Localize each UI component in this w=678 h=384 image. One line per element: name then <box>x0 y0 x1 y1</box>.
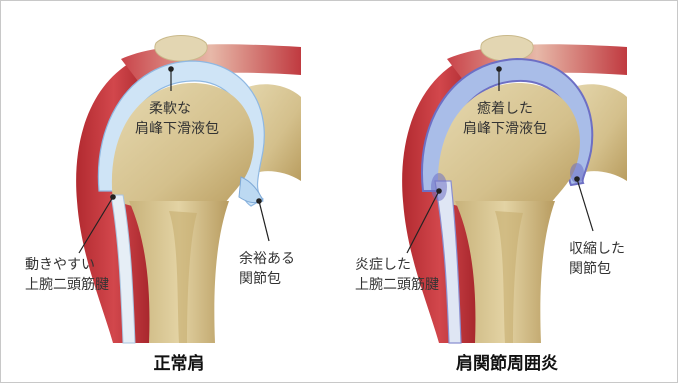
bursa-label-line1: 癒着した <box>477 101 533 117</box>
capsule-label-line2: 関節包 <box>569 260 611 277</box>
panel-title-normal: 正常肩 <box>154 353 205 374</box>
tendon-leader-dot <box>436 188 442 194</box>
tendon-label-line1: 動きやすい <box>25 257 95 273</box>
capsule-leader-dot <box>574 176 580 182</box>
tendon-label-line1: 炎症した <box>355 257 411 273</box>
tendon-leader-dot <box>110 194 116 200</box>
capsule-leader-dot <box>256 198 262 204</box>
capsule-label-line1: 収縮した <box>569 241 625 257</box>
acromion-bone <box>481 36 533 62</box>
tendon-label-line2: 上腕二頭筋腱 <box>25 276 109 293</box>
tendon-label-line2: 上腕二頭筋腱 <box>355 276 439 293</box>
inflammation-spot <box>431 173 447 201</box>
bursa-leader-dot <box>168 66 174 72</box>
bursa-leader-dot <box>496 66 502 72</box>
bursa-label-line2: 肩峰下滑液包 <box>135 120 219 137</box>
bursa-label-line2: 肩峰下滑液包 <box>463 120 547 137</box>
bursa-label-line1: 柔軟な <box>149 101 191 117</box>
panel-title-frozen-shoulder: 肩関節周囲炎 <box>456 353 558 374</box>
capsule-label-line1: 余裕ある <box>239 250 295 267</box>
capsule-label-line2: 関節包 <box>239 270 281 287</box>
panel-normal: 柔軟な 肩峰下滑液包 動きやすい 上腕二頭筋腱 余裕ある 関節包 正常肩 <box>25 36 301 375</box>
acromion-bone <box>155 36 207 62</box>
capsule-leader <box>577 179 593 231</box>
capsule-leader <box>259 201 269 241</box>
panel-frozen-shoulder: 癒着した 肩峰下滑液包 炎症した 上腕二頭筋腱 収縮した 関節包 肩関節周囲炎 <box>355 36 627 375</box>
